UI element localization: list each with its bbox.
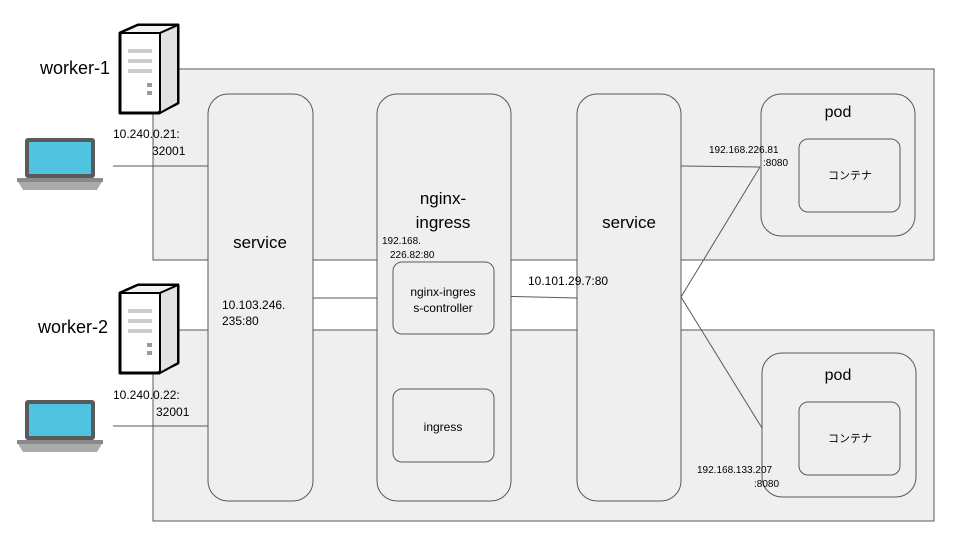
pod-bottom-ip-line2: :8080 [754, 479, 779, 490]
controller-ip-line1: 192.168. [382, 236, 421, 247]
laptop-icon [17, 400, 103, 452]
service-right-ip: 10.101.29.7:80 [528, 274, 608, 288]
pod-bottom-label: pod [825, 367, 852, 384]
pod-top-ip-line1: 192.168.226.81 [709, 145, 779, 156]
pod-top-label: pod [825, 104, 852, 121]
service-to-pod-top-diag-line [680, 166, 761, 298]
ingress-label: ingress [424, 420, 463, 434]
worker-2-label: worker-2 [37, 317, 108, 337]
worker-1-label: worker-1 [39, 58, 110, 78]
worker-2-ip-line1: 10.240.0.22: [113, 388, 180, 402]
service-left-ip-line1: 10.103.246. [222, 298, 285, 312]
nginx-ingress-label-line1: nginx- [420, 189, 466, 208]
pod-bottom-ip-line1: 192.168.133.207 [697, 465, 773, 476]
service-left-ip-line2: 235:80 [222, 314, 259, 328]
worker-1-ip-line1: 10.240.0.21: [113, 127, 180, 141]
pod-top-ip-line2: :8080 [763, 158, 788, 169]
container-top-label: コンテナ [828, 169, 872, 182]
ingress-box [392, 388, 495, 463]
container-bottom-label: コンテナ [828, 432, 872, 445]
service-right-label: service [602, 213, 656, 232]
controller-box [392, 261, 495, 335]
worker-2-ip-line2: 32001 [156, 405, 190, 419]
service-to-pod-bottom-line [680, 296, 763, 429]
worker-1-ip-line2: 32001 [152, 144, 186, 158]
nginx-ingress-label-line2: ingress [416, 213, 471, 232]
service-left-label: service [233, 233, 287, 252]
server-icon [118, 283, 180, 375]
laptop-icon [17, 138, 103, 190]
server-icon [118, 23, 180, 115]
controller-label-line2: s-controller [413, 301, 472, 315]
service-to-pod-top-line [680, 165, 761, 168]
controller-ip-line2: 226.82:80 [390, 250, 435, 261]
container-bottom-box [798, 401, 901, 476]
service-right-box [576, 93, 682, 502]
container-top-box [798, 138, 901, 213]
controller-label-line1: nginx-ingres [410, 285, 475, 299]
service-left-box [207, 93, 314, 502]
